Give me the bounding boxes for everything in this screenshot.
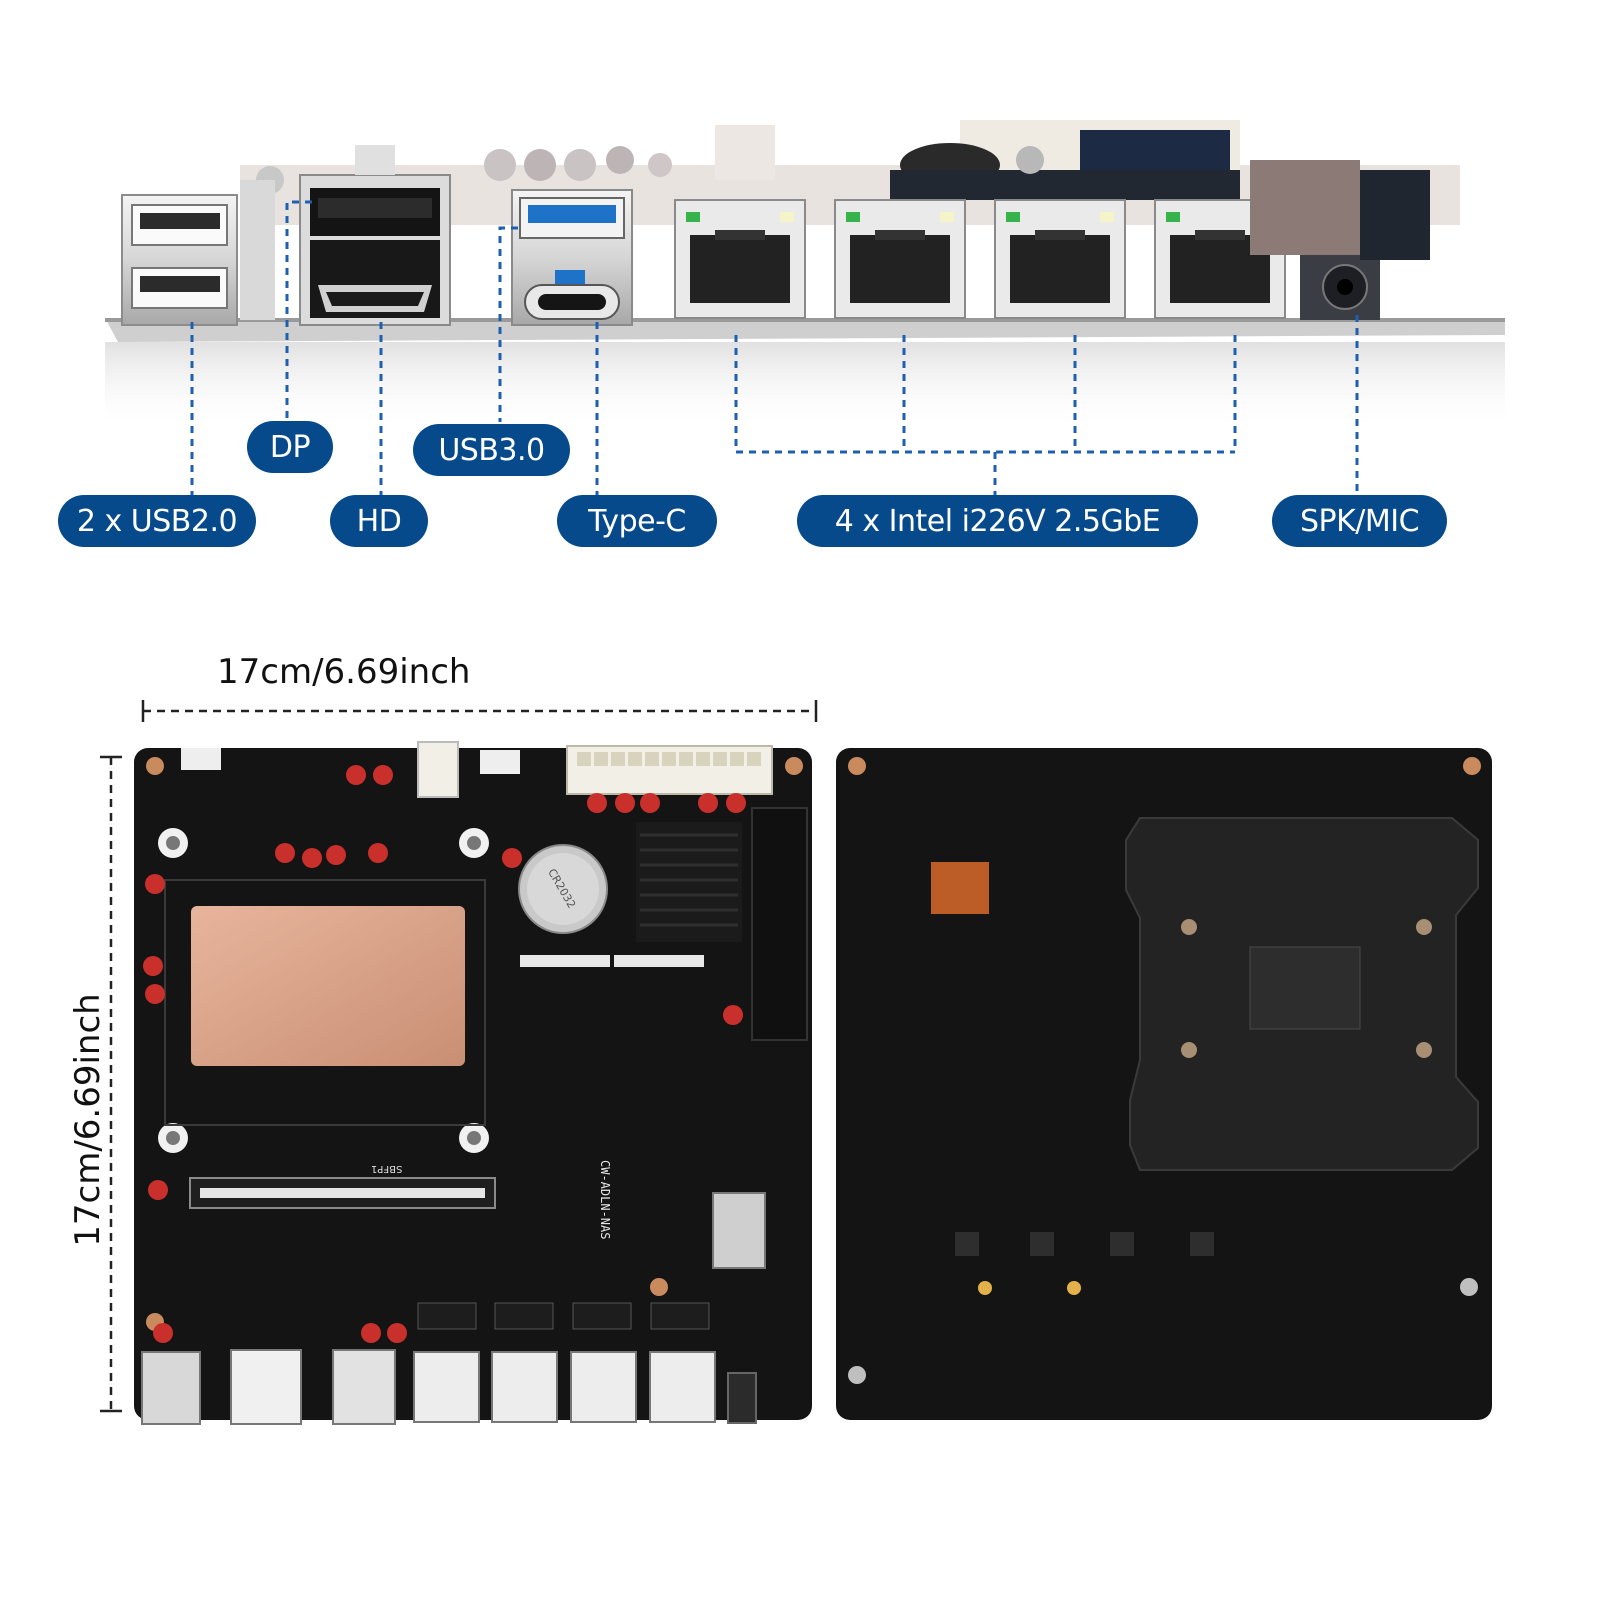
audio-jack: [1250, 160, 1430, 320]
label-typec: Type-C: [557, 495, 717, 547]
dp-hdmi-stack-connector: [299, 145, 451, 326]
rear-io-view: [105, 120, 1505, 432]
sodimm-text: SBFP1: [371, 1163, 403, 1174]
width-dimension-text: 17cm/6.69inch: [217, 652, 471, 692]
rj45-port-3: [994, 199, 1126, 319]
dimension-lines: [100, 700, 818, 1413]
label-usb30: USB3.0: [413, 424, 570, 476]
height-dimension-text: 17cm/6.69inch: [68, 993, 108, 1247]
label-usb20: 2 x USB2.0: [58, 495, 256, 547]
label-lan: 4 x Intel i226V 2.5GbE: [797, 495, 1198, 547]
board-top-view: [134, 741, 812, 1425]
rj45-port-1: [674, 199, 806, 319]
label-dp: DP: [247, 421, 333, 473]
leader-lines: [190, 200, 1359, 497]
label-hd: HD: [330, 495, 428, 547]
label-spk-mic: SPK/MIC: [1272, 495, 1447, 547]
rj45-port-2: [834, 199, 966, 319]
usb2-stack-connector: [121, 180, 275, 326]
board-back-view: [836, 748, 1492, 1420]
board-model-text: CW-ADLN-NAS: [598, 1160, 612, 1240]
usb3-typec-stack-connector: [511, 189, 633, 326]
